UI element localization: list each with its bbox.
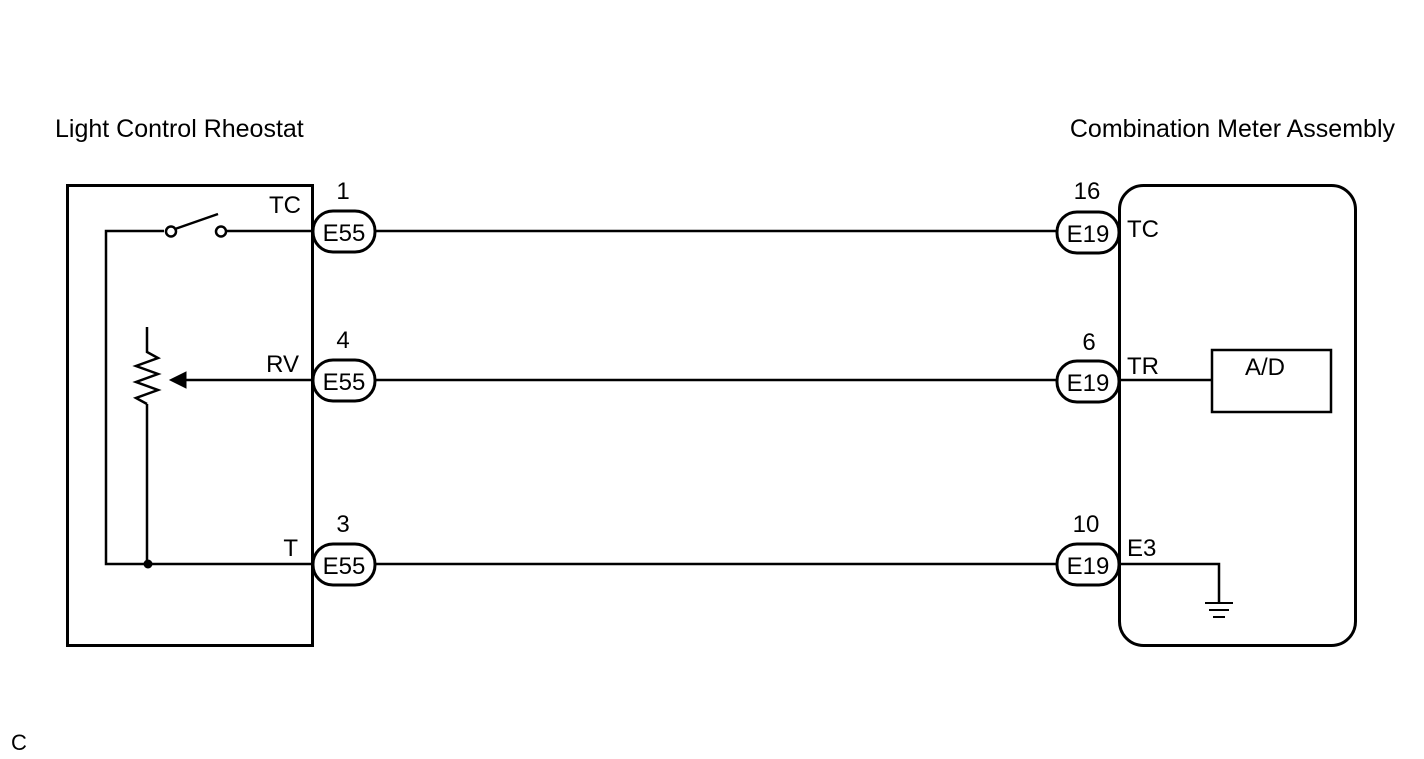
terminal-label: T — [283, 535, 298, 562]
terminal-label: TC — [1127, 216, 1159, 243]
pin-number: 1 — [336, 178, 349, 205]
ground-icon — [1205, 602, 1233, 618]
pin-number: 6 — [1082, 329, 1095, 356]
light-control-rheostat-title: Light Control Rheostat — [55, 115, 304, 143]
meter-internal-wiring — [1119, 378, 1221, 602]
rheostat-internal-wiring — [104, 229, 313, 566]
connector-label: E19 — [1067, 221, 1110, 248]
connector-e19-pin-10: E19 — [1055, 542, 1121, 587]
harness-wires — [376, 229, 1056, 566]
switch-icon — [164, 212, 228, 238]
connector-label: E19 — [1067, 370, 1110, 397]
connector-e19-pin-6: E19 — [1055, 359, 1121, 404]
terminal-label: TC — [269, 192, 301, 219]
figure-code: C — [11, 730, 27, 755]
connector-e55-pin-1: E55 — [311, 209, 377, 254]
rheostat-icon — [132, 327, 187, 406]
terminal-label: TR — [1127, 353, 1159, 380]
connector-label: E55 — [323, 553, 366, 580]
ad-converter-block: A/D — [1210, 348, 1333, 414]
terminal-label: E3 — [1127, 535, 1156, 562]
combination-meter-assembly-title: Combination Meter Assembly — [1070, 115, 1396, 143]
connector-label: E19 — [1067, 553, 1110, 580]
pin-number: 4 — [336, 327, 349, 354]
terminal-label: RV — [266, 351, 299, 378]
pin-number: 10 — [1073, 511, 1100, 538]
ad-label: A/D — [1245, 354, 1285, 381]
connector-e55-pin-3: E55 — [311, 542, 377, 587]
junction-dot — [143, 559, 153, 569]
pin-number: 3 — [336, 511, 349, 538]
connector-label: E55 — [323, 220, 366, 247]
light-control-rheostat-box — [66, 184, 314, 647]
connector-e55-pin-4: E55 — [311, 358, 377, 403]
pin-number: 16 — [1074, 178, 1101, 205]
connector-label: E55 — [323, 369, 366, 396]
combination-meter-assembly-box — [1118, 184, 1357, 647]
connector-e19-pin-16: E19 — [1055, 210, 1121, 255]
